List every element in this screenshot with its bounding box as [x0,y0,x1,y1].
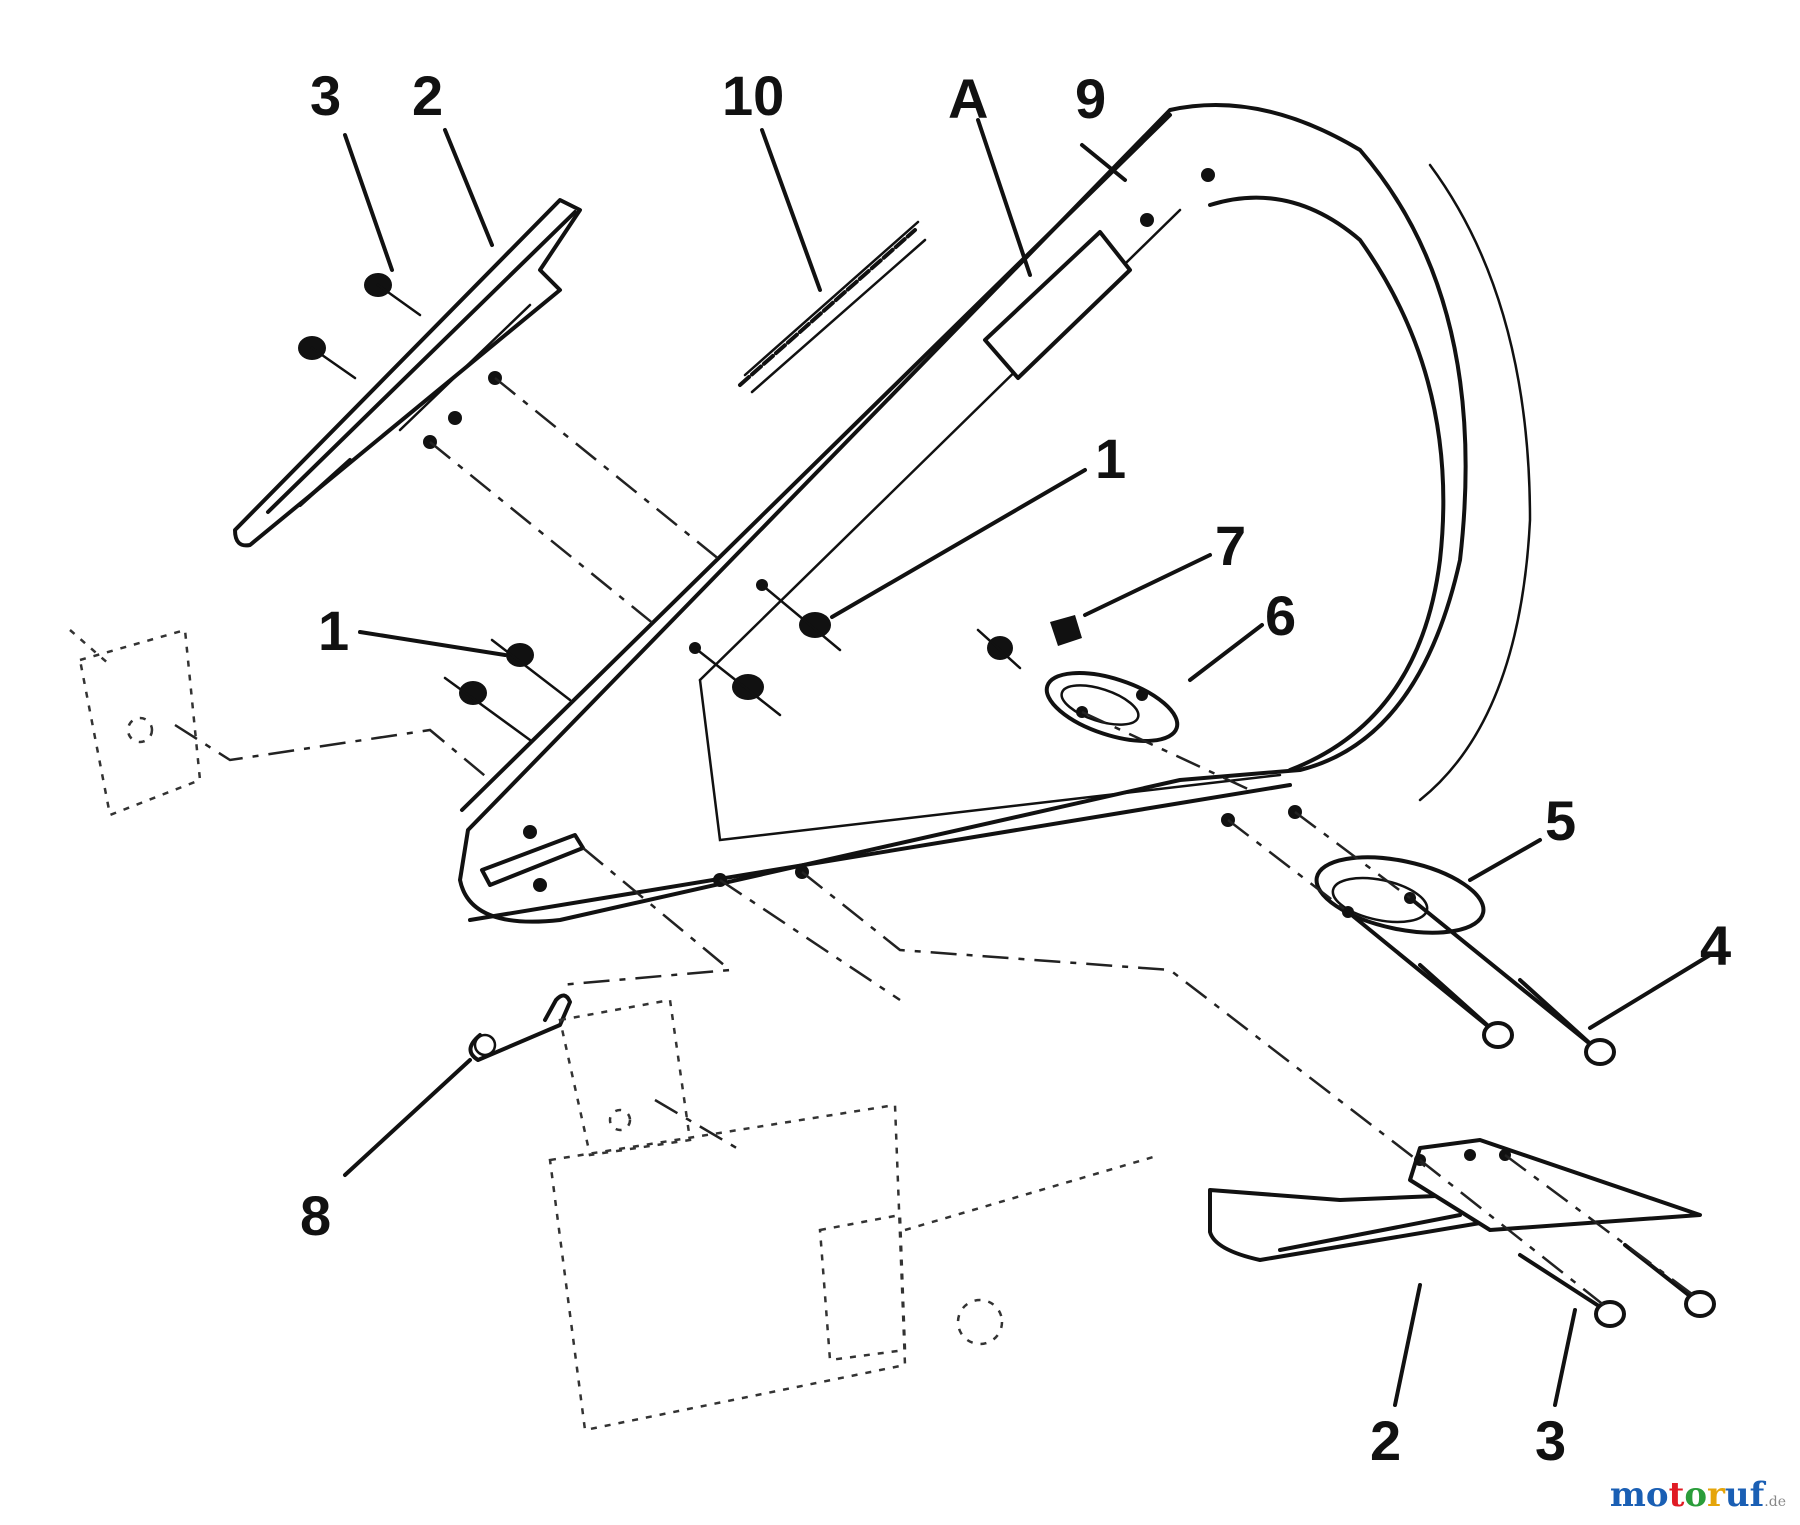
callout-7: 7 [1215,514,1246,577]
chain-item-10 [738,220,927,394]
wm-letter: m [1609,1475,1646,1515]
callout-1-left: 1 [318,599,349,662]
wm-letter: u [1724,1475,1750,1515]
callout-5: 5 [1545,789,1576,852]
wm-letter: t [1668,1475,1685,1515]
wm-suffix: .de [1764,1494,1786,1510]
spacer-item-5 [1314,855,1486,935]
nut-item-7 [976,615,1082,670]
wm-letter: o [1645,1475,1669,1515]
assembly-lines [174,377,1431,1171]
bolts-item-1 [443,583,842,742]
watermark-logo: motoruf.de [1610,1475,1786,1515]
lower-bolts-item-3 [1419,1153,1716,1328]
wm-letter: r [1707,1475,1725,1515]
leader-lines [343,118,1712,1407]
clip-item-8 [468,993,572,1062]
callout-3-top: 3 [310,64,341,127]
callout-4: 4 [1700,914,1731,977]
callout-1-right: 1 [1095,427,1126,490]
callout-a: A [948,67,988,130]
wm-letter: o [1684,1475,1707,1515]
lower-bracket-item-2 [1208,1138,1702,1262]
upper-bracket-item-2 [233,198,582,548]
long-bolts-item-4 [1346,896,1616,1066]
callout-9: 9 [1075,67,1106,130]
wm-letter: f [1749,1475,1765,1515]
callout-2-top: 2 [412,64,443,127]
spacer-item-6 [1044,671,1251,792]
callout-3-bottom: 3 [1535,1409,1566,1472]
upper-bolts-item-3 [298,273,422,380]
callout-10: 10 [722,64,784,127]
phantom-parts [69,628,1161,1432]
callout-2-bottom: 2 [1370,1409,1401,1472]
callout-8: 8 [300,1184,331,1247]
callout-6: 6 [1265,584,1296,647]
belt-guard-cover [458,103,1532,924]
callout-labels: 3 2 10 A 9 1 7 6 1 5 4 8 2 3 [300,64,1731,1472]
